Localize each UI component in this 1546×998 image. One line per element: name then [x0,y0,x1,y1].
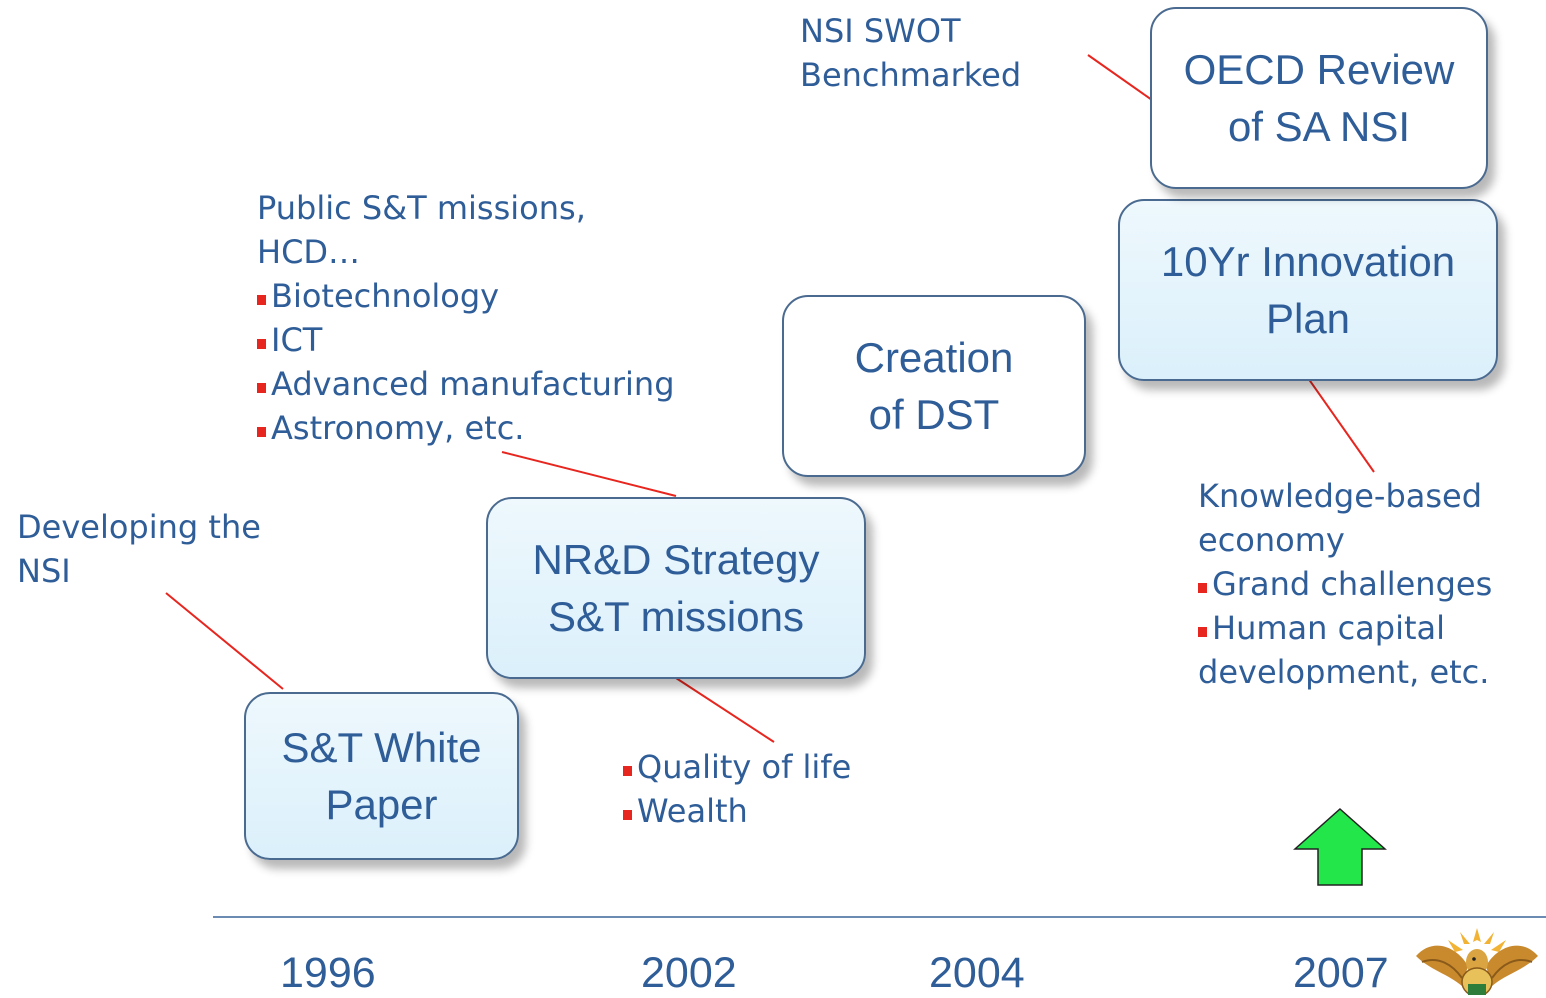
bullet-icon [623,766,632,776]
bullet-icon [257,339,266,349]
note-bullet-item: Astronomy, etc. [257,406,675,450]
timeline-axis [213,916,1546,918]
connector-quality-wealth [675,677,775,743]
note-line: NSI [17,552,71,590]
milestone-line: of SA NSI [1227,103,1411,150]
note-line: NSI SWOT [800,12,961,50]
milestone-line: S&T missions [548,593,804,640]
timeline-year-2002: 2002 [641,949,737,997]
note-public-missions: Public S&T missions, HCD… Biotechnology … [257,186,675,450]
note-line: Benchmarked [800,56,1022,94]
milestone-line: Creation [854,334,1014,381]
milestone-box-white-paper: S&T White Paper [244,692,519,860]
bullet-icon [623,810,632,820]
milestone-line: OECD Review [1183,46,1455,93]
note-line: Developing the [17,508,261,546]
bullet-icon [1198,583,1207,593]
milestone-box-innovation-plan: 10Yr Innovation Plan [1118,199,1498,381]
milestone-box-nrd-strategy: NR&D Strategy S&T missions [486,497,866,679]
green-up-arrow-icon [1293,807,1387,886]
note-bullet-item: Quality of life [623,745,851,789]
timeline-year-2004: 2004 [929,949,1025,997]
milestone-line: S&T White [281,724,482,771]
milestone-line: Paper [325,781,438,828]
note-bullet-item: Wealth [623,789,851,833]
bullet-icon [257,383,266,393]
connector-knowledge-economy [1307,377,1375,473]
note-line: Public S&T missions, [257,189,586,227]
note-line: HCD… [257,233,361,271]
note-line: development, etc. [1198,653,1490,691]
milestone-line: of DST [868,391,1000,438]
milestone-box-dst: Creation of DST [782,295,1086,477]
note-bullet-item: Grand challenges [1198,562,1492,606]
bullet-icon [257,427,266,437]
note-bullet-item: Advanced manufacturing [257,362,675,406]
connector-nsi-swot [1087,54,1153,101]
note-bullet-item: ICT [257,318,675,362]
timeline-year-1996: 1996 [280,949,376,997]
connector-public-missions [501,451,677,497]
note-quality-wealth: Quality of life Wealth [623,745,851,833]
note-bullet-item: Human capital [1198,606,1492,650]
note-knowledge-economy: Knowledge-based economy Grand challenges… [1198,474,1492,694]
connector-developing-nsi [165,592,284,690]
timeline-year-2007: 2007 [1293,949,1389,997]
note-line: economy [1198,521,1345,559]
note-developing-nsi: Developing the NSI [17,505,261,593]
note-line: Knowledge-based [1198,477,1483,515]
milestone-box-oecd-review: OECD Review of SA NSI [1150,7,1488,189]
bullet-icon [1198,627,1207,637]
bullet-icon [257,295,266,305]
milestone-line: NR&D Strategy [532,536,820,583]
milestone-line: 10Yr Innovation [1160,238,1456,285]
coat-of-arms-icon [1416,928,1538,995]
note-bullet-item: Biotechnology [257,274,675,318]
milestone-line: Plan [1265,295,1351,342]
note-nsi-swot: NSI SWOT Benchmarked [800,9,1021,97]
